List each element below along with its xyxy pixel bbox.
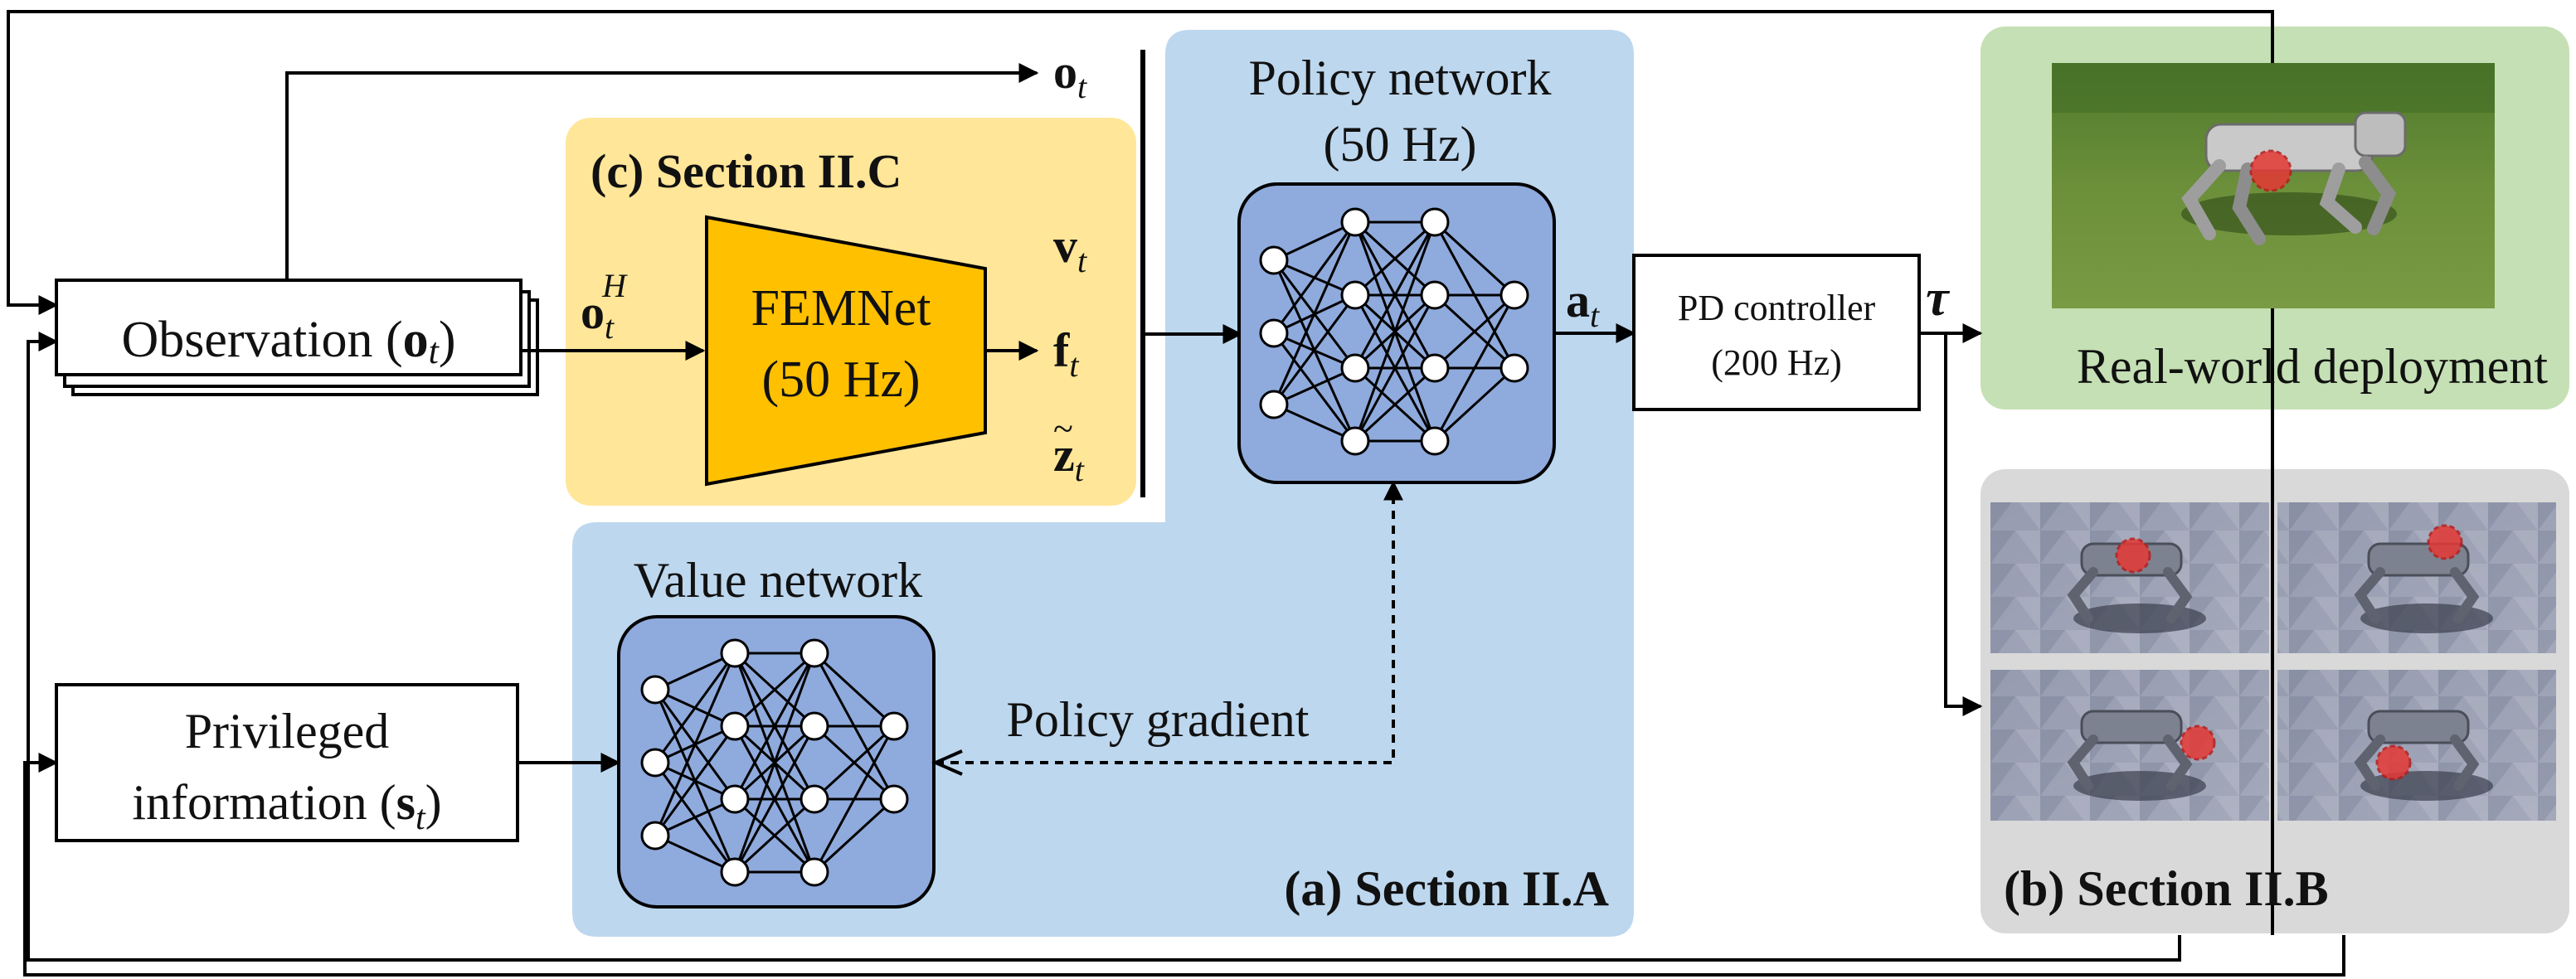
force-label: ft	[1053, 323, 1079, 384]
simulation-thumbnail	[2277, 502, 2556, 653]
neuron-node	[1259, 390, 1289, 419]
section-a-label: (a) Section II.A	[1284, 861, 1609, 916]
pd-controller-rate: (200 Hz)	[1711, 342, 1842, 383]
ot-history-label: otH	[581, 267, 628, 346]
neuron-node	[800, 711, 829, 741]
pd-controller-line1: PD controller	[1678, 288, 1876, 328]
neuron-node	[879, 711, 909, 741]
simulation-thumbnail	[1990, 502, 2269, 653]
neuron-node	[1340, 207, 1370, 237]
femnet-block: FEMNet (50 Hz)	[705, 215, 987, 487]
neuron-node	[1420, 207, 1450, 237]
privileged-line2: information (st)	[132, 775, 441, 837]
neuron-node	[1259, 245, 1289, 275]
velocity-label: vt	[1053, 219, 1087, 279]
neuron-node	[1499, 353, 1529, 383]
neuron-node	[640, 748, 670, 778]
neuron-node	[720, 638, 750, 668]
neuron-node	[800, 784, 829, 814]
pd-to-simulation-arrow	[1944, 333, 1983, 716]
policy-network-nodes	[1259, 207, 1529, 456]
observation-to-ot-arrow	[285, 63, 1039, 280]
neuron-node	[800, 857, 829, 887]
real-world-photo	[2052, 63, 2495, 308]
neuron-node	[879, 784, 909, 814]
neuron-node	[800, 638, 829, 668]
ot-label: ot	[1053, 45, 1087, 105]
simulation-panels	[1990, 502, 2556, 821]
policy-gradient-arrowhead-left	[931, 749, 963, 776]
feedback-line-observation	[27, 332, 2181, 962]
policy-gradient-label: Policy gradient	[1007, 692, 1310, 747]
neuron-node	[1499, 280, 1529, 310]
contact-marker-icon	[2375, 744, 2412, 781]
section-b-label: (b) Section II.B	[2004, 861, 2329, 916]
latent-label: zt	[1053, 428, 1085, 488]
neuron-node	[1259, 318, 1289, 348]
torque-label: τ	[1926, 270, 1951, 327]
action-label: at	[1566, 274, 1600, 334]
simulation-thumbnail	[1990, 670, 2269, 821]
femnet-name: FEMNet	[751, 280, 931, 337]
feedback-line-outer	[7, 10, 2274, 935]
value-network-nodes	[640, 638, 909, 887]
neuron-node	[640, 821, 670, 851]
contact-marker-icon	[2115, 537, 2151, 574]
neuron-node	[1420, 426, 1450, 456]
observation-box: Observation (ot)	[55, 279, 539, 396]
policy-gradient-link	[936, 480, 1403, 764]
neuron-node	[1420, 280, 1450, 310]
latent-tilde: ~	[1053, 409, 1073, 449]
femnet-rate: (50 Hz)	[761, 351, 920, 408]
neuron-node	[1340, 353, 1370, 383]
neuron-node	[720, 857, 750, 887]
pd-controller-box	[1632, 254, 1921, 411]
observation-label: Observation (ot)	[121, 312, 455, 371]
neuron-node	[640, 675, 670, 705]
section-c-label: (c) Section II.C	[591, 144, 902, 198]
contact-marker-icon	[2180, 725, 2216, 761]
privileged-line1: Privileged	[185, 704, 390, 758]
privileged-info-box	[55, 683, 519, 842]
real-world-label: Real-world deployment	[2077, 339, 2549, 394]
feedback-line-privileged	[23, 753, 2345, 977]
neuron-node	[1420, 353, 1450, 383]
policy-network-title: Policy network	[1249, 51, 1552, 105]
contact-marker-icon	[2427, 524, 2463, 560]
neuron-node	[720, 711, 750, 741]
neuron-node	[1340, 280, 1370, 310]
policy-network-rate: (50 Hz)	[1324, 117, 1477, 172]
neuron-node	[720, 784, 750, 814]
neuron-node	[1340, 426, 1370, 456]
value-network-title: Value network	[634, 553, 922, 608]
simulation-thumbnail	[2277, 670, 2556, 821]
contact-marker-icon	[2249, 149, 2292, 192]
